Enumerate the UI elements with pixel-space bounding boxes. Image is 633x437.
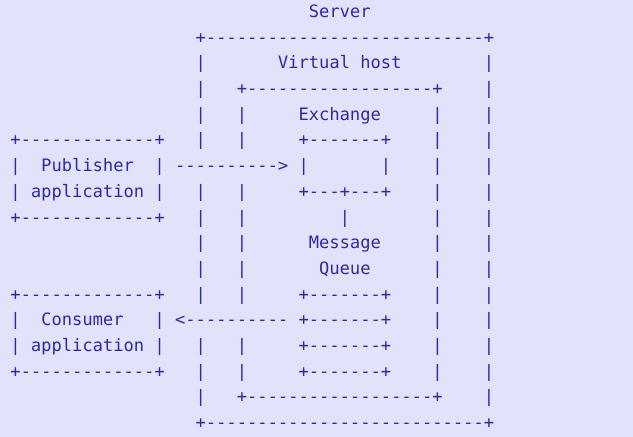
ascii-diagram-canvas: Server +---------------------------+ | V… [10, 2, 494, 433]
ascii-line: | application | | | +---+---+ | | [0, 181, 494, 202]
ascii-line: | | Exchange | | [0, 104, 494, 125]
ascii-line: +---------------------------+ [0, 27, 494, 48]
ascii-line: +---------------------------+ [0, 413, 494, 433]
ascii-line: | application | | | +-------+ | | [0, 335, 494, 356]
ascii-line: +-------------+ | | +-------+ | | [0, 361, 494, 382]
ascii-line: +-------------+ | | +-------+ | | [0, 284, 494, 305]
ascii-line: | | Queue | | [0, 258, 494, 279]
ascii-line: | Consumer | <---------- +-------+ | | [0, 310, 494, 331]
ascii-line: +-------------+ | | | | | [0, 207, 494, 228]
ascii-line: | +------------------+ | [0, 79, 494, 100]
ascii-art-block: Server +---------------------------+ | V… [0, 2, 494, 433]
ascii-line: +-------------+ | | +-------+ | | [0, 130, 494, 151]
ascii-line: | +------------------+ | [0, 387, 494, 408]
ascii-line: | | Message | | [0, 233, 494, 254]
ascii-line: | Virtual host | [0, 53, 494, 74]
ascii-line: | Publisher | ----------> | | | | [0, 156, 494, 177]
ascii-line: Server [0, 2, 371, 22]
